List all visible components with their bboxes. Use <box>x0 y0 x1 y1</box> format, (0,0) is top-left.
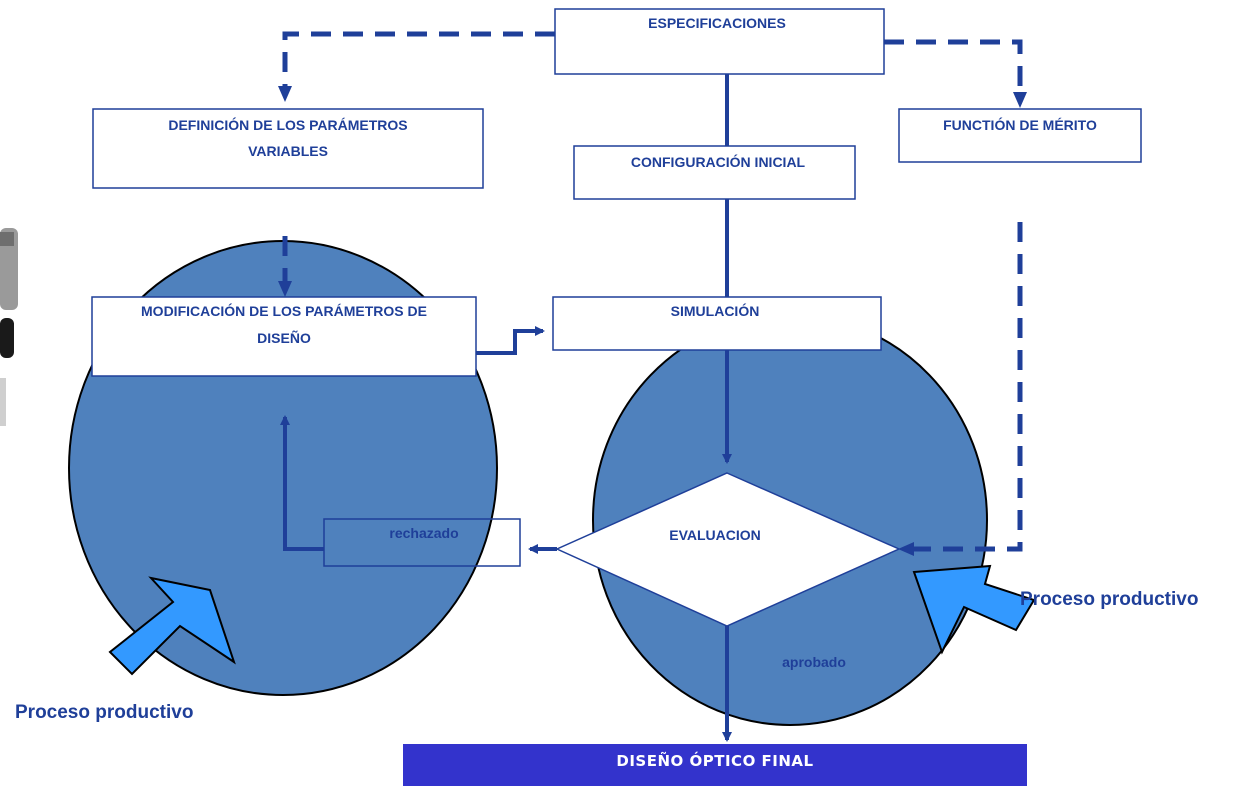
proceso-productivo-right-label: Proceso productivo <box>1020 589 1198 610</box>
arrowhead-to-definicion <box>278 86 292 102</box>
arrowhead-to-merito <box>1013 92 1027 108</box>
node-modificacion: MODIFICACIÓN DE LOS PARÁMETROS DE DISEÑO <box>91 296 477 377</box>
node-final: DISEÑO ÓPTICO FINAL <box>403 744 1027 786</box>
node-definicion: DEFINICIÓN DE LOS PARÁMETROS VARIABLES <box>92 108 484 189</box>
definicion-label-line2: VARIABLES <box>248 143 328 159</box>
dashed-line-spec-to-definicion <box>282 31 555 90</box>
definicion-label-line1: DEFINICIÓN DE LOS PARÁMETROS <box>168 116 407 133</box>
evaluacion-label: EVALUACION <box>669 527 761 543</box>
cropped-device-image <box>0 228 18 426</box>
line-rechazado-to-modificacion <box>280 415 324 551</box>
node-simulacion: SIMULACIÓN <box>552 296 882 351</box>
rechazado-label: rechazado <box>389 525 458 541</box>
node-especificaciones: ESPECIFICACIONES <box>554 8 885 75</box>
dashed-line-merito-to-evaluacion <box>910 222 1023 552</box>
arrowhead-to-modificacion <box>278 281 292 297</box>
node-funcion-merito: FUNCTIÓN DE MÉRITO <box>898 108 1142 163</box>
final-label: DISEÑO ÓPTICO FINAL <box>616 751 813 770</box>
node-configuracion: CONFIGURACIÓN INICIAL <box>573 145 856 200</box>
dashed-arrowheads <box>278 86 1027 556</box>
dashed-line-spec-to-merito <box>884 39 1023 96</box>
configuracion-label: CONFIGURACIÓN INICIAL <box>631 153 806 170</box>
node-rechazado: rechazado <box>323 518 521 567</box>
funcion-merito-label: FUNCTIÓN DE MÉRITO <box>943 116 1097 133</box>
proceso-arrow-right <box>912 564 1036 655</box>
modificacion-label-line1: MODIFICACIÓN DE LOS PARÁMETROS DE <box>141 302 427 319</box>
modificacion-label-line2: DISEÑO <box>257 329 311 346</box>
aprobado-label: aprobado <box>782 654 846 670</box>
especificaciones-label: ESPECIFICACIONES <box>648 15 786 31</box>
arrowhead-to-evaluacion <box>898 542 914 556</box>
proceso-arrow-left <box>108 576 236 676</box>
simulacion-label: SIMULACIÓN <box>671 302 760 319</box>
solid-connectors <box>280 74 732 742</box>
dashed-connectors <box>282 31 1023 552</box>
node-evaluacion: EVALUACION <box>555 472 901 627</box>
proceso-productivo-left-label: Proceso productivo <box>15 702 193 723</box>
line-modificacion-to-simulacion <box>476 326 545 355</box>
